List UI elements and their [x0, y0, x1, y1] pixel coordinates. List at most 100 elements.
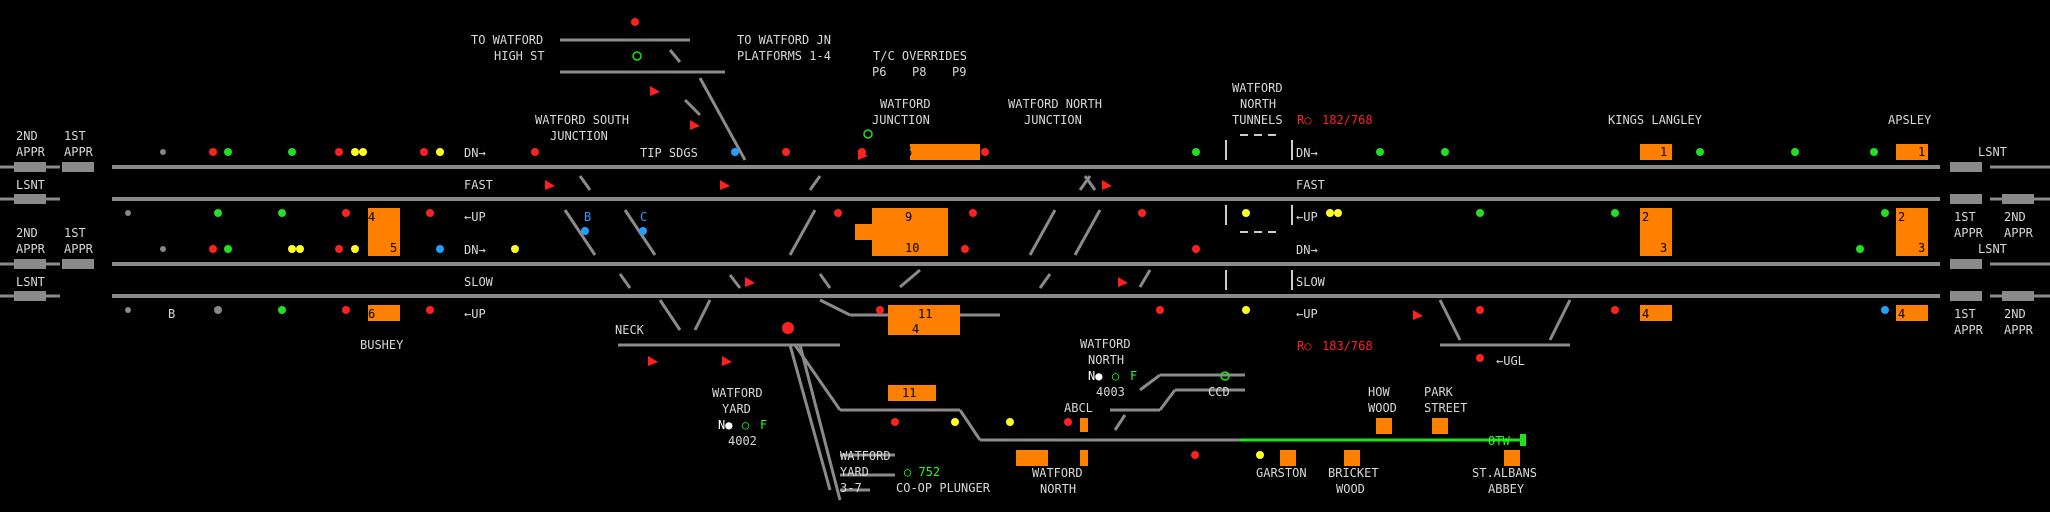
signal-red[interactable]: [1611, 306, 1619, 314]
signal-yellow[interactable]: [511, 245, 519, 253]
signal-red[interactable]: [209, 148, 217, 156]
signal-blue[interactable]: [731, 148, 739, 156]
yard-panel-o[interactable]: ○: [742, 418, 749, 432]
signal-red[interactable]: [1476, 306, 1484, 314]
signal-green[interactable]: [1881, 209, 1889, 217]
signal-yellow[interactable]: [351, 245, 359, 253]
signal-red[interactable]: [876, 306, 884, 314]
signal-red[interactable]: [209, 245, 217, 253]
signal-dot[interactable]: [160, 149, 166, 155]
signal-green[interactable]: [214, 209, 222, 217]
signal-red[interactable]: [961, 245, 969, 253]
route-ref-182[interactable]: 182/768: [1322, 113, 1373, 127]
berth-6-top[interactable]: [910, 144, 980, 160]
signal-dot[interactable]: [214, 306, 222, 314]
signal-green[interactable]: [1441, 148, 1449, 156]
berth-wn-2[interactable]: [1080, 450, 1088, 466]
signal-blue[interactable]: [639, 227, 647, 235]
signal-red[interactable]: [342, 209, 350, 217]
signal-green[interactable]: [224, 148, 232, 156]
berth-4-apsley[interactable]: [1896, 305, 1928, 321]
signal-yellow[interactable]: [1006, 418, 1014, 426]
berth-4-kl[interactable]: [1640, 305, 1672, 321]
signal-yellow[interactable]: [436, 148, 444, 156]
signal-red[interactable]: [834, 209, 842, 217]
signal-red[interactable]: [782, 322, 794, 334]
signal-red[interactable]: [981, 148, 989, 156]
signal-red[interactable]: [1476, 354, 1484, 362]
berth-how-wood[interactable]: [1376, 418, 1392, 434]
tc-override-p9[interactable]: P9: [952, 65, 966, 79]
signal-yellow[interactable]: [951, 418, 959, 426]
signal-yellow[interactable]: [351, 148, 359, 156]
signal-yellow[interactable]: [1326, 209, 1334, 217]
signal-dot[interactable]: [160, 246, 166, 252]
signal-red[interactable]: [631, 18, 639, 26]
berth-7-8[interactable]: [872, 208, 948, 256]
signal-green[interactable]: [1376, 148, 1384, 156]
signal-red[interactable]: [335, 148, 343, 156]
signal-green[interactable]: [224, 245, 232, 253]
signal-red[interactable]: [1156, 306, 1164, 314]
route-ref-183[interactable]: 183/768: [1322, 339, 1373, 353]
signal-dot[interactable]: [125, 307, 131, 313]
signal-red[interactable]: [1138, 209, 1146, 217]
berth-bricket[interactable]: [1344, 450, 1360, 466]
north-panel-o[interactable]: ○: [1112, 369, 1119, 383]
signal-red[interactable]: [420, 148, 428, 156]
berth-1-kl[interactable]: [1640, 144, 1672, 160]
berth-garston[interactable]: [1280, 450, 1296, 466]
yard-panel-n[interactable]: N●: [718, 418, 733, 432]
signal-yellow[interactable]: [1334, 209, 1342, 217]
signal-yellow[interactable]: [288, 245, 296, 253]
signal-off[interactable]: [863, 129, 873, 139]
berth-9-10[interactable]: [888, 305, 960, 335]
signal-red[interactable]: [342, 306, 350, 314]
signal-dot[interactable]: [125, 210, 131, 216]
signal-red[interactable]: [1191, 451, 1199, 459]
signal-red[interactable]: [1192, 245, 1200, 253]
signal-yellow[interactable]: [1242, 306, 1250, 314]
signal-green[interactable]: [288, 148, 296, 156]
signal-green[interactable]: [1870, 148, 1878, 156]
signal-red[interactable]: [426, 306, 434, 314]
signal-yellow[interactable]: [1256, 451, 1264, 459]
berth-6[interactable]: [368, 305, 400, 321]
signal-yellow[interactable]: [1242, 209, 1250, 217]
berth-4-5[interactable]: [368, 208, 400, 256]
berth-2-3-apsley[interactable]: [1896, 208, 1928, 256]
berth-2-3-kl[interactable]: [1640, 208, 1672, 256]
signal-red[interactable]: [1064, 418, 1072, 426]
signal-green[interactable]: [1791, 148, 1799, 156]
berth-st-albans[interactable]: [1504, 450, 1520, 466]
signal-green[interactable]: [1192, 148, 1200, 156]
signal-green[interactable]: [1856, 245, 1864, 253]
co-op-plunger[interactable]: ○ 752: [904, 465, 940, 479]
signal-yellow[interactable]: [296, 245, 304, 253]
signal-red[interactable]: [335, 245, 343, 253]
signal-off[interactable]: [1220, 371, 1230, 381]
signal-off[interactable]: [632, 51, 642, 61]
signal-green[interactable]: [278, 209, 286, 217]
signal-blue[interactable]: [1881, 306, 1889, 314]
signal-green[interactable]: [1696, 148, 1704, 156]
signal-green[interactable]: [1476, 209, 1484, 217]
yard-panel-f[interactable]: F: [760, 418, 767, 432]
berth-1-apsley[interactable]: [1896, 144, 1928, 160]
signal-red[interactable]: [969, 209, 977, 217]
berth-wn-1[interactable]: [1016, 450, 1048, 466]
tc-override-p6[interactable]: P6: [872, 65, 886, 79]
north-panel-n[interactable]: N●: [1088, 369, 1103, 383]
signal-yellow[interactable]: [359, 148, 367, 156]
north-panel-f[interactable]: F: [1130, 369, 1137, 383]
signal-blue[interactable]: [436, 245, 444, 253]
signal-green[interactable]: [1611, 209, 1619, 217]
signal-red[interactable]: [891, 418, 899, 426]
berth-11[interactable]: [888, 385, 936, 401]
berth-abcl[interactable]: [1080, 418, 1088, 432]
signal-red[interactable]: [531, 148, 539, 156]
signal-red[interactable]: [782, 148, 790, 156]
tc-override-p8[interactable]: P8: [912, 65, 926, 79]
signal-green[interactable]: [278, 306, 286, 314]
berth-park-street[interactable]: [1432, 418, 1448, 434]
